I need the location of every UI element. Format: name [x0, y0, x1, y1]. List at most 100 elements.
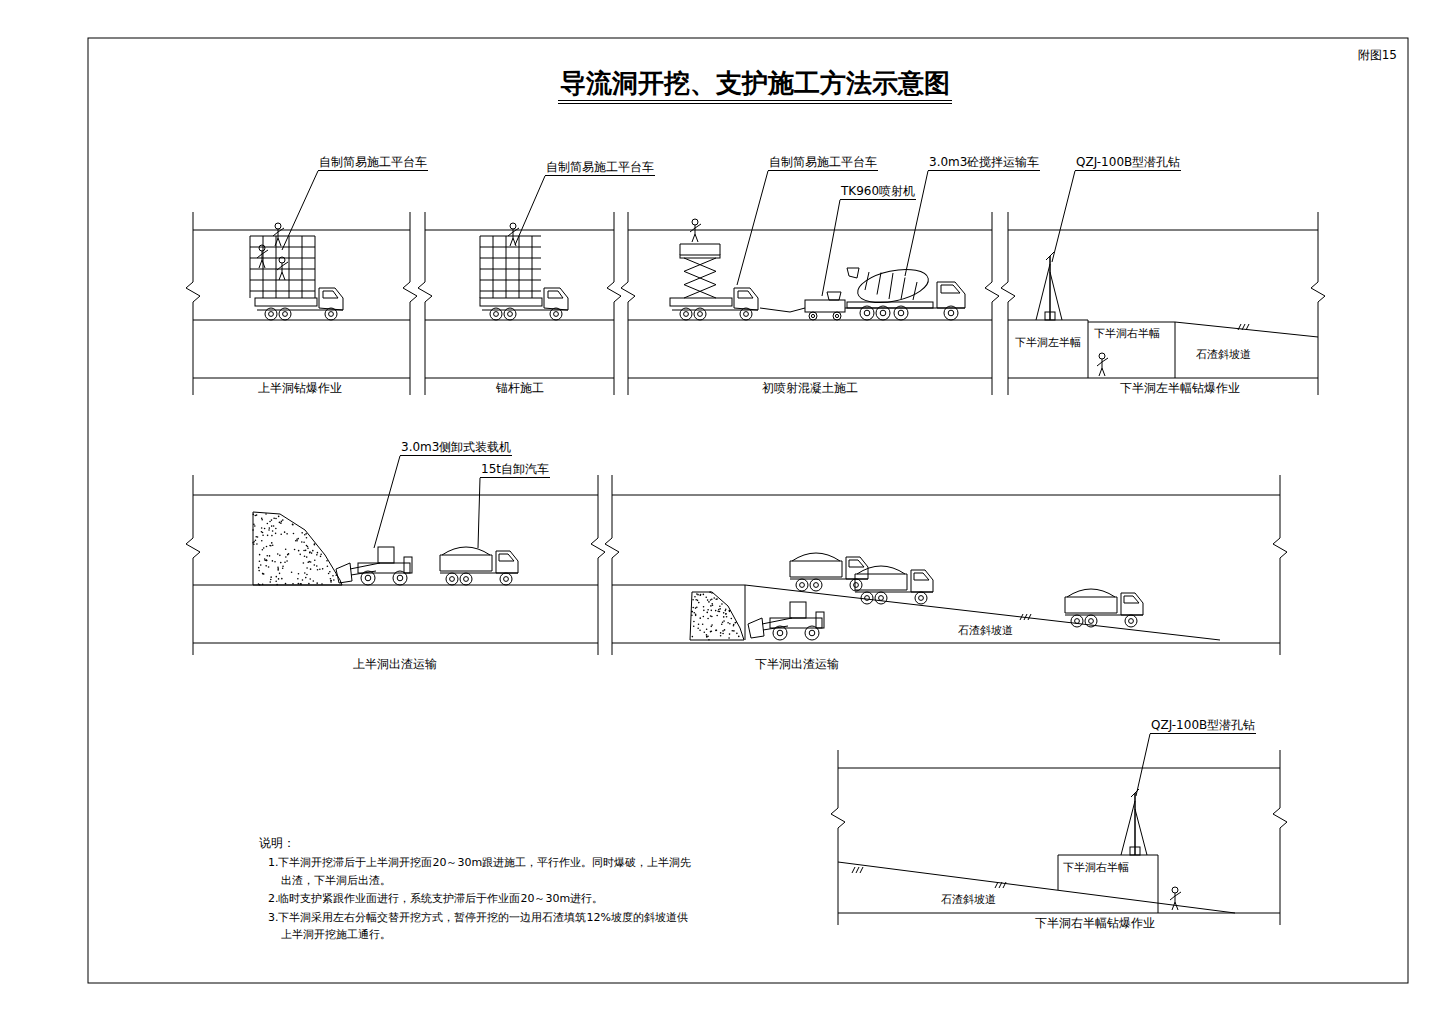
panel-caption: 初喷射混凝土施工 — [761, 381, 859, 395]
muck-grain — [692, 599, 694, 601]
muck-grain — [261, 540, 263, 542]
muck-grain — [282, 519, 284, 521]
break-line — [1273, 750, 1287, 925]
panel-caption: 下半洞左半幅钻爆作业 — [1119, 381, 1241, 395]
mixer-frame — [847, 302, 933, 308]
muck-grain — [717, 611, 719, 613]
worker-arms — [508, 228, 519, 236]
muck-grain — [277, 566, 279, 568]
muck-grain — [691, 611, 693, 613]
scissor-arm — [684, 258, 716, 271]
muck-grain — [718, 609, 720, 611]
truck-cab — [846, 557, 868, 579]
leader-line — [478, 478, 480, 548]
mixer-drum — [855, 264, 932, 308]
wheel-hub — [919, 596, 924, 601]
muck-grain — [268, 566, 270, 568]
muck-grain — [726, 616, 728, 618]
muck-grain — [286, 533, 288, 535]
muck-grain — [708, 639, 710, 641]
wheel — [1071, 615, 1083, 627]
wheel — [876, 306, 890, 320]
wheel-hub — [1075, 619, 1080, 624]
muck-grain — [287, 554, 289, 556]
muck-grain — [299, 554, 301, 556]
loader-bucket — [748, 618, 764, 638]
break-line — [186, 475, 200, 655]
worker-legs — [1172, 902, 1178, 910]
wheel-hub — [811, 314, 814, 317]
muck-grain — [297, 578, 299, 580]
wheel — [460, 573, 472, 585]
muck-grain — [724, 629, 726, 631]
loader-cab — [790, 602, 806, 618]
loader-counterweight — [404, 557, 412, 573]
muck-grain — [262, 573, 264, 575]
break-line — [1273, 475, 1287, 655]
wheel-hub — [684, 312, 689, 317]
muck-grain — [692, 607, 694, 609]
muck-grain — [298, 550, 300, 552]
muck-grain — [716, 615, 718, 617]
muck-grain — [264, 528, 266, 530]
muck-grain — [330, 580, 332, 582]
wheel — [279, 308, 291, 320]
muck-grain — [278, 578, 280, 580]
muck-grain — [292, 524, 294, 526]
wheel-hub — [879, 596, 884, 601]
wheel — [504, 308, 516, 320]
muck-grain — [264, 558, 266, 560]
wheel — [393, 571, 407, 585]
muck-grain — [306, 545, 308, 547]
break-line — [418, 212, 432, 395]
loader-arm — [762, 618, 792, 624]
muck-grain — [727, 622, 729, 624]
muck-grain — [260, 564, 262, 566]
ground-hatch — [1003, 882, 1006, 888]
mixer-hopper — [847, 268, 859, 278]
muck-grain — [729, 623, 731, 625]
muck-grain — [275, 580, 277, 582]
muck-grain — [312, 580, 314, 582]
muck-grain — [309, 551, 311, 553]
muck-grain — [279, 522, 281, 524]
muck-grain — [707, 599, 709, 601]
muck-grain — [253, 514, 255, 516]
muck-grain — [288, 553, 290, 555]
wheel-hub — [1089, 619, 1094, 624]
wheel-hub — [365, 575, 371, 581]
muck-grain — [262, 573, 264, 575]
wheel — [490, 308, 502, 320]
muck-grain — [703, 631, 705, 633]
wheel-hub — [450, 577, 455, 582]
muck-grain — [725, 613, 727, 615]
ramp-line — [1175, 322, 1318, 337]
muck-grain — [298, 573, 300, 575]
sheet-frame — [88, 38, 1408, 983]
muck-grain — [298, 583, 300, 585]
muck-grain — [719, 605, 721, 607]
muck-grain — [305, 577, 307, 579]
muck-grain — [692, 636, 694, 638]
bench-top — [1088, 322, 1175, 323]
leader-line — [1052, 171, 1075, 262]
muck-grain — [711, 592, 713, 594]
scissor-arm — [684, 258, 716, 271]
worker-head — [510, 223, 516, 229]
scaffold-post — [302, 236, 303, 298]
muck-grain — [303, 550, 305, 552]
leader-line — [1136, 734, 1150, 796]
tunnel-invert — [193, 378, 410, 379]
muck-grain — [266, 555, 268, 557]
wheel — [680, 308, 692, 320]
muck-grain — [294, 549, 296, 551]
muck-grain — [286, 560, 288, 562]
muck-grain — [699, 617, 701, 619]
muck-grain — [306, 537, 308, 539]
wheel — [833, 312, 841, 320]
region-label: 石渣斜坡道 — [957, 624, 1014, 637]
ground-hatch — [1238, 324, 1241, 330]
scaffold-bar — [480, 236, 541, 237]
wheel — [1125, 615, 1137, 627]
